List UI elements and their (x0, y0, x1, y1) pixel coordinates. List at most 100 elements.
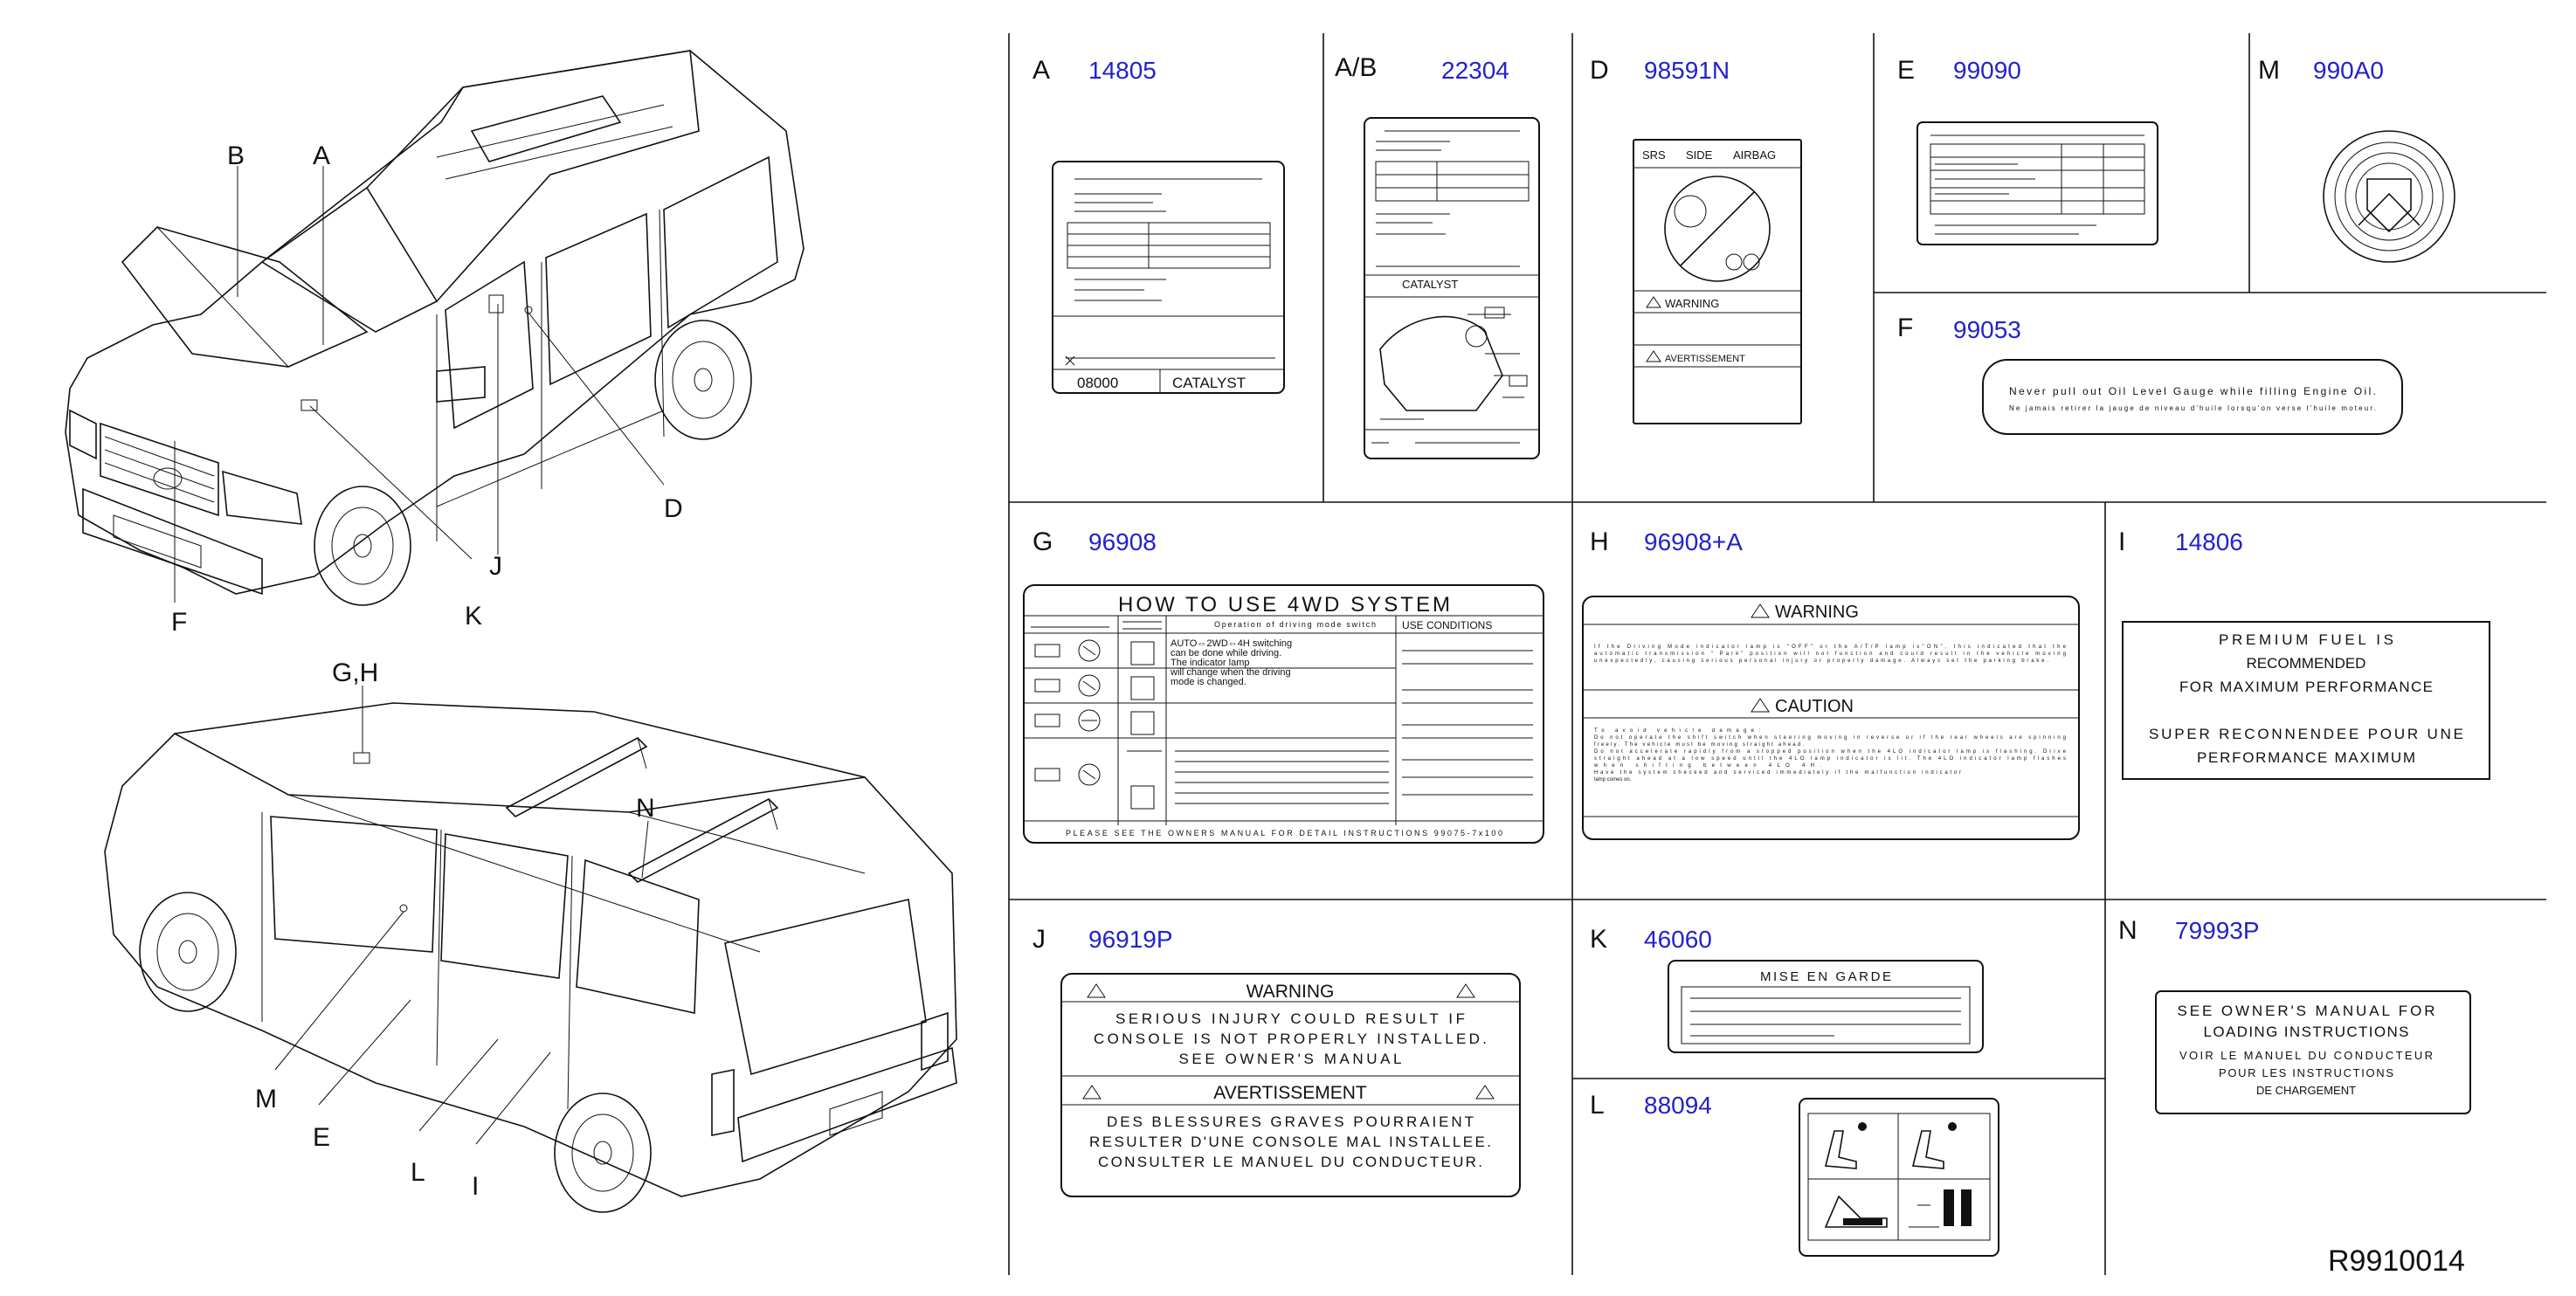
label-i: PREMIUM FUEL IS RECOMMENDED FOR MAXIMUM … (2122, 621, 2490, 780)
vehicle-front-view (65, 50, 805, 606)
label-g-title: HOW TO USE 4WD SYSTEM (1118, 593, 1450, 617)
label-n-line-2: LOADING INSTRUCTIONS (2204, 1024, 2409, 1040)
panel-g-letter: G (1032, 527, 1053, 556)
diagram-id: R9910014 (2328, 1244, 2465, 1278)
label-n-fr-2: POUR LES INSTRUCTIONS (2219, 1066, 2393, 1079)
panel-f-part: 99053 (1953, 316, 2021, 343)
panel-headers: A 14805 A/B 22304 D 98591N E 99090 M 990… (1032, 53, 2384, 1120)
label-g-note-4: will change when the driving (1170, 667, 1291, 678)
label-g-note-1: AUTO⇔2WD⇔4H switching (1171, 638, 1292, 649)
panel-j-part: 96919P (1088, 926, 1173, 953)
label-h: WARNING If the Driving Mode indicator la… (1582, 596, 2080, 840)
callout-n: N (636, 794, 655, 823)
label-g-note-5: mode is changed. (1171, 677, 1247, 687)
panel-e-part: 99090 (1953, 57, 2021, 84)
panel-l-part: 88094 (1644, 1092, 1712, 1119)
panel-l-letter: L (1590, 1091, 1605, 1120)
label-l (1799, 1098, 1999, 1257)
panel-i-letter: I (2118, 527, 2125, 556)
vehicle-rear-view (104, 702, 957, 1213)
label-f-line2: Ne jamais retirer la jauge de niveau d'h… (2009, 404, 2376, 412)
panel-d-letter: D (1590, 56, 1609, 85)
label-h-caution-2: Do not operate the shift switch when ste… (1594, 735, 2066, 741)
panel-a-part: 14805 (1088, 57, 1157, 84)
label-i-line-2: RECOMMENDED (2247, 655, 2366, 672)
label-n-line-1: SEE OWNER'S MANUAL FOR (2178, 1003, 2435, 1019)
label-g-note-3: The indicator lamp (1171, 658, 1250, 668)
label-g-note-2: can be done while driving. (1171, 648, 1281, 658)
panel-h-letter: H (1590, 527, 1609, 556)
label-g-col-operation: Operation of driving mode switch (1214, 620, 1376, 629)
panel-n-letter: N (2118, 916, 2137, 945)
label-d-warning: WARNING (1665, 297, 1719, 310)
panel-j-letter: J (1032, 925, 1046, 954)
label-j-warning-2: CONSOLE IS NOT PROPERLY INSTALLED. (1094, 1031, 1487, 1047)
label-j-warning-1: SERIOUS INJURY COULD RESULT IF (1115, 1010, 1465, 1027)
callout-l: L (411, 1158, 425, 1187)
label-a: 08000 CATALYST (1052, 161, 1285, 394)
panel-n-part: 79993P (2175, 917, 2260, 944)
label-j: WARNING SERIOUS INJURY COULD RESULT IF C… (1060, 973, 1521, 1197)
label-ab-catalyst: CATALYST (1402, 278, 1458, 291)
label-h-caution: CAUTION (1775, 697, 1854, 716)
label-k: MISE EN GARDE (1668, 960, 1984, 1053)
label-a-code: 08000 (1077, 375, 1118, 391)
label-g-col-use: USE CONDITIONS (1402, 619, 1492, 631)
panel-d-part: 98591N (1644, 57, 1730, 84)
label-d-side: SIDE (1686, 148, 1713, 162)
panel-m-part: 990A0 (2313, 57, 2384, 84)
label-j-warning-3: SEE OWNER'S MANUAL (1179, 1051, 1402, 1067)
panel-g-part: 96908 (1088, 528, 1157, 555)
label-k-title: MISE EN GARDE (1760, 969, 1891, 984)
panel-f-letter: F (1897, 314, 1913, 342)
label-j-avertissement: AVERTISSEMENT (1213, 1083, 1367, 1103)
label-j-warning: WARNING (1247, 982, 1335, 1002)
callout-e: E (313, 1123, 330, 1152)
label-i-line-5: PERFORMANCE MAXIMUM (2197, 749, 2415, 766)
label-j-avert-3: CONSULTER LE MANUEL DU CONDUCTEUR. (1098, 1154, 1482, 1170)
label-n: SEE OWNER'S MANUAL FOR LOADING INSTRUCTI… (2155, 990, 2471, 1114)
panel-i-part: 14806 (2175, 528, 2243, 555)
panel-a-letter: A (1032, 56, 1050, 85)
label-i-line-1: PREMIUM FUEL IS (2219, 631, 2393, 648)
label-d-airbag: AIRBAG (1733, 148, 1776, 162)
label-e (1916, 121, 2158, 245)
callout-i: I (472, 1172, 479, 1201)
callout-d: D (664, 494, 683, 523)
callout-k: K (465, 602, 482, 631)
label-i-line-3: FOR MAXIMUM PERFORMANCE (2179, 679, 2433, 695)
callout-gh: G,H (332, 658, 378, 687)
callout-leaders-top (174, 166, 665, 603)
label-f: Never pull out Oil Level Gauge while fil… (1982, 359, 2403, 435)
label-h-warning: WARNING (1775, 603, 1859, 622)
label-i-line-4: SUPER RECONNENDEE POUR UNE (2149, 726, 2463, 742)
label-ab: CATALYST (1364, 117, 1540, 459)
label-f-line1: Never pull out Oil Level Gauge while fil… (2009, 385, 2376, 397)
callout-f: F (171, 608, 187, 637)
label-h-caution-5: straight ahead at a low speed until the … (1594, 756, 2066, 762)
label-d-avertissement: AVERTISSEMENT (1665, 354, 1745, 364)
label-h-caution-8: lamp comes on. (1594, 777, 1632, 782)
label-grid (1008, 33, 2546, 1275)
label-g-footer: PLEASE SEE THE OWNERS MANUAL FOR DETAIL … (1066, 829, 1502, 838)
panel-ab-part: 22304 (1441, 57, 1509, 84)
callout-m: M (255, 1085, 277, 1113)
panel-k-part: 46060 (1644, 926, 1712, 953)
panel-k-letter: K (1590, 925, 1607, 954)
label-d-srs: SRS (1642, 148, 1666, 162)
label-h-warning-1: If the Driving Mode indicator lamp is "O… (1594, 645, 2067, 650)
label-h-caution-3: freely. The vehicle must be moving strai… (1594, 742, 1804, 748)
panel-m-letter: M (2258, 56, 2280, 85)
label-n-fr-3: DE CHARGEMENT (2256, 1084, 2356, 1097)
panel-e-letter: E (1897, 56, 1915, 85)
label-d: SRS SIDE AIRBAG WARNING AVERTISSEMENT (1633, 139, 1802, 424)
label-m (2323, 130, 2455, 263)
callout-b: B (227, 141, 245, 170)
panel-h-part: 96908+A (1644, 528, 1743, 555)
panel-ab-letter: A/B (1335, 53, 1377, 82)
callout-j: J (489, 552, 502, 581)
label-g: HOW TO USE 4WD SYSTEM Operation of drivi… (1023, 584, 1544, 844)
label-a-catalyst: CATALYST (1172, 375, 1246, 391)
callout-a: A (313, 141, 330, 170)
